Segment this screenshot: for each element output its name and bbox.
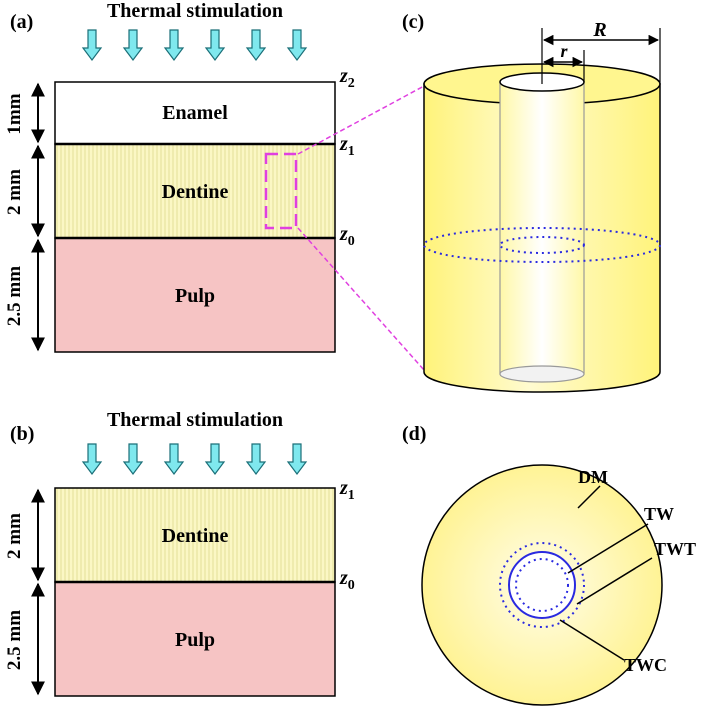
dim-label-dentine: 2 mm (4, 513, 25, 559)
panel-a-heading: Thermal stimulation (107, 0, 283, 22)
panel-c: (c) R r (402, 11, 661, 393)
tubule-twt-ring (499, 542, 585, 628)
layer-label-pulp: Pulp (175, 285, 215, 307)
leader-twc (559, 619, 625, 661)
dim-label-pulp: 2.5 mm (4, 610, 25, 670)
panel-b-tag: (b) (10, 423, 34, 445)
panel-a: (a) Thermal stimulation Enamel Dentine P… (4, 0, 355, 353)
tubule-cylinder (499, 81, 585, 375)
radius-label-outer: R (592, 19, 606, 41)
stimulus-arrow (205, 29, 225, 61)
stimulus-arrow (82, 29, 102, 61)
layer-label-enamel: Enamel (162, 102, 228, 124)
label-dm: DM (578, 467, 608, 487)
cross-section-inner (499, 236, 585, 254)
dim-label-pulp: 2.5 mm (4, 266, 25, 326)
panel-d-tag: (d) (402, 423, 426, 445)
stimulus-arrow (205, 443, 225, 475)
leader-tw (567, 523, 649, 574)
z-label-2: z2 (339, 65, 355, 91)
panel-c-tag: (c) (402, 11, 424, 33)
cross-section-outer (423, 227, 661, 263)
z-label-1: z1 (339, 133, 355, 159)
dim-label-enamel: 1mm (4, 93, 25, 134)
layer-label-dentine: Dentine (162, 181, 229, 203)
label-tw: TW (644, 504, 674, 524)
dim-label-dentine: 2 mm (4, 169, 25, 215)
tubule-twc-ring (515, 558, 569, 612)
stimulus-arrow (123, 443, 143, 475)
stimulus-arrow (246, 443, 266, 475)
z-label-1: z1 (339, 477, 355, 503)
layer-label-dentine: Dentine (162, 525, 229, 547)
stimulus-arrow (287, 29, 307, 61)
pulp-layer (54, 581, 336, 697)
stimulus-arrow (246, 29, 266, 61)
z-label-0: z0 (339, 567, 355, 593)
leader-dm (577, 485, 601, 509)
panel-b-heading: Thermal stimulation (107, 409, 283, 431)
tubule-bottom (499, 365, 585, 383)
tubule-selection-box (264, 152, 298, 230)
enamel-layer (54, 81, 336, 145)
stimulus-arrow (123, 29, 143, 61)
leader-twt (576, 557, 653, 605)
panel-d: (d) DM TW TWT TWC (402, 423, 696, 706)
stimulus-arrow (164, 29, 184, 61)
stimulus-arrow (164, 443, 184, 475)
layer-label-pulp: Pulp (175, 629, 215, 651)
thermal-arrows-a (82, 29, 307, 61)
thermal-arrows-b (82, 443, 307, 475)
stimulus-arrow (287, 443, 307, 475)
panel-b: (b) Thermal stimulation Dentine Pulp 2 m… (4, 409, 355, 697)
stimulus-arrow (82, 443, 102, 475)
dentine-layer (54, 143, 336, 239)
z-label-0: z0 (339, 223, 355, 249)
label-twt: TWT (654, 539, 696, 559)
tubule-wall-ring (508, 551, 576, 619)
radius-label-inner: r (560, 41, 568, 61)
panel-a-tag: (a) (10, 11, 33, 33)
label-twc: TWC (624, 655, 667, 675)
